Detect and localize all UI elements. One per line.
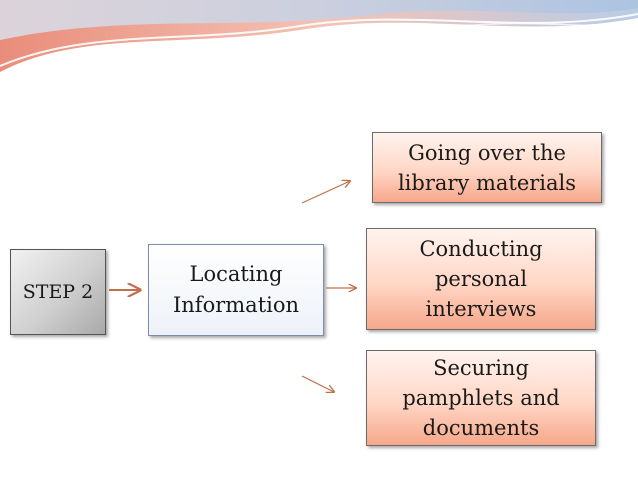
arrow-main-to-pamphlets — [301, 375, 334, 392]
option-box-library: Going over the library materials — [372, 132, 602, 203]
option-label-pamphlets: Securing pamphlets and documents — [402, 356, 560, 440]
option-box-interviews: Conducting personal interviews — [366, 228, 596, 330]
option-box-pamphlets: Securing pamphlets and documents — [366, 350, 596, 446]
option-label-interviews: Conducting personal interviews — [419, 237, 543, 321]
option-label-library: Going over the library materials — [397, 140, 577, 195]
locating-information-box: Locating Information — [148, 244, 324, 336]
arrow-main-to-library — [301, 181, 350, 204]
main-label: Locating Information — [172, 262, 300, 317]
step-label: STEP 2 — [22, 281, 94, 303]
decorative-banner — [0, 0, 638, 72]
step-2-box: STEP 2 — [10, 249, 106, 335]
